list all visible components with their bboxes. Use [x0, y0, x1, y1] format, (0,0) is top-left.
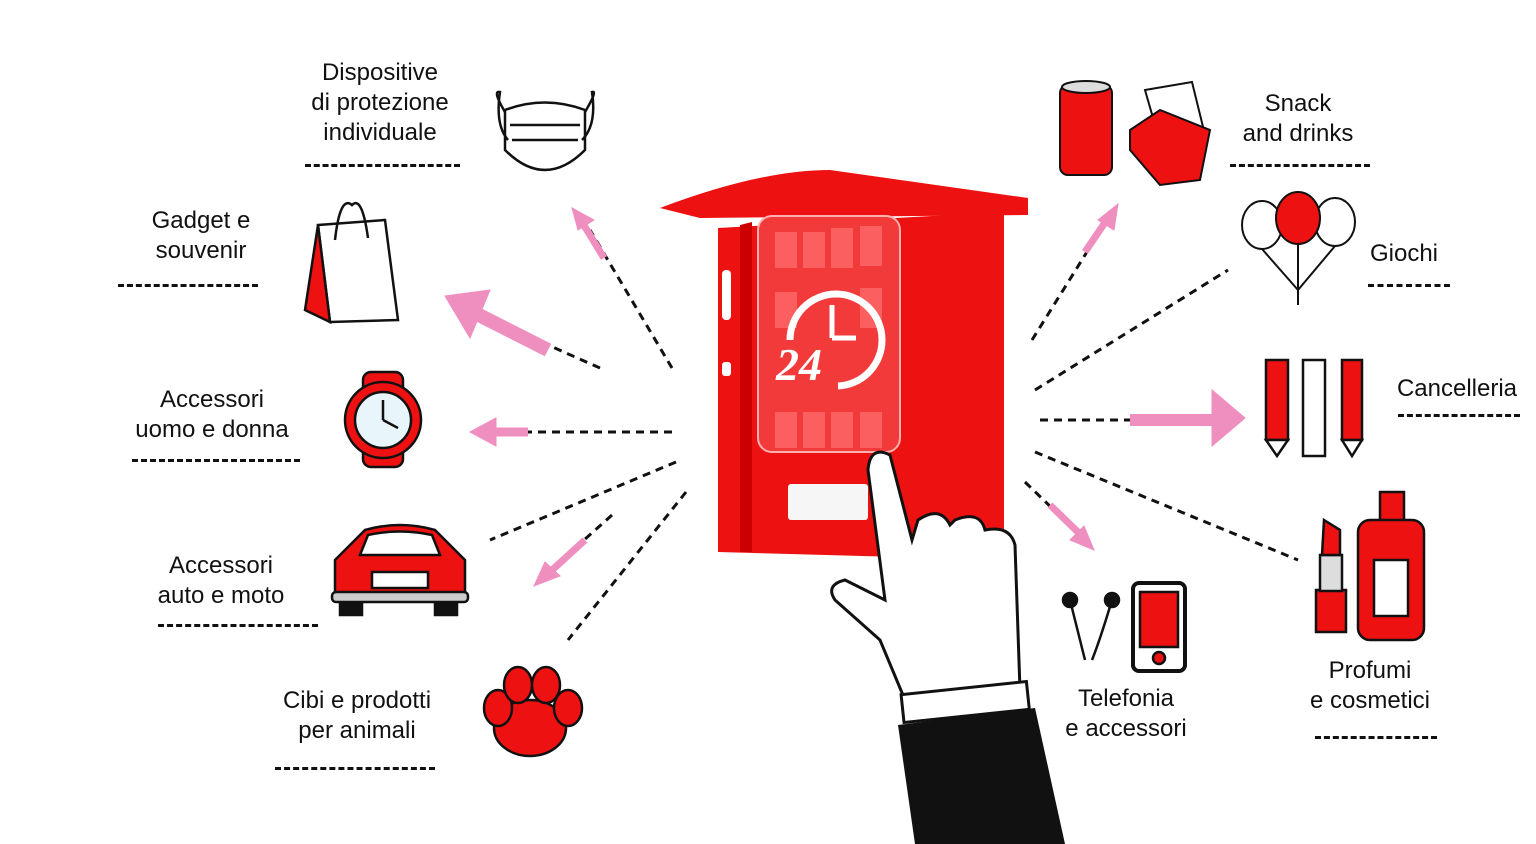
balloons-icon — [1241, 191, 1356, 305]
divider — [305, 164, 460, 167]
label-line: per animali — [298, 717, 416, 744]
snack-drink-icon — [1059, 80, 1212, 187]
clock-label: 24 — [775, 339, 822, 390]
hand-icon — [830, 450, 1065, 844]
label-gadget: Gadget e souvenir — [152, 206, 251, 266]
label-line: Cibi e prodotti — [282, 687, 432, 714]
label-line: Gadget e — [151, 207, 251, 234]
label-line: Accessori — [159, 386, 265, 413]
label-ppe: Dispositive di protezione individuale — [311, 58, 448, 148]
clock-24-icon: 24 — [775, 290, 886, 390]
label-line: Cancelleria — [1396, 375, 1518, 402]
divider — [118, 284, 258, 287]
stationery-icon — [1263, 358, 1365, 459]
shopping-bag-icon — [303, 202, 400, 325]
label-stationery: Cancelleria — [1397, 374, 1517, 404]
label-snack: Snack and drinks — [1243, 89, 1354, 149]
label-line: auto e moto — [157, 582, 285, 609]
divider — [158, 624, 318, 627]
label-line: Giochi — [1369, 240, 1439, 267]
vending-machine: 24 — [660, 170, 1028, 560]
label-pets: Cibi e prodotti per animali — [283, 686, 431, 746]
phone-icon — [1061, 581, 1187, 673]
label-line: Profumi — [1328, 657, 1412, 684]
label-line: Snack — [1264, 90, 1332, 117]
paw-icon — [482, 665, 584, 758]
label-line: di protezione — [311, 89, 449, 116]
label-line: individuale — [323, 119, 437, 146]
label-line: Dispositive — [321, 59, 439, 86]
label-line: and drinks — [1242, 120, 1354, 147]
divider — [1315, 736, 1437, 739]
label-line: e cosmetici — [1309, 687, 1431, 714]
divider — [132, 459, 300, 462]
label-phone: Telefonia e accessori — [1065, 684, 1186, 744]
label-line: Telefonia — [1077, 685, 1175, 712]
watch-icon — [343, 370, 423, 469]
pink-arrows — [444, 202, 1246, 587]
divider — [1230, 164, 1370, 167]
divider — [275, 767, 435, 770]
label-accessories: Accessori uomo e donna — [135, 385, 288, 445]
label-cosmetics: Profumi e cosmetici — [1310, 656, 1430, 716]
label-line: souvenir — [155, 237, 247, 264]
divider — [1398, 414, 1520, 417]
car-icon — [330, 523, 470, 617]
face-mask-icon — [495, 90, 596, 172]
cosmetics-icon — [1314, 490, 1426, 642]
label-line: e accessori — [1065, 715, 1187, 742]
label-line: Accessori — [168, 552, 274, 579]
label-auto: Accessori auto e moto — [158, 551, 285, 611]
divider — [1368, 284, 1450, 287]
label-line: uomo e donna — [135, 416, 289, 443]
label-games: Giochi — [1370, 239, 1438, 269]
